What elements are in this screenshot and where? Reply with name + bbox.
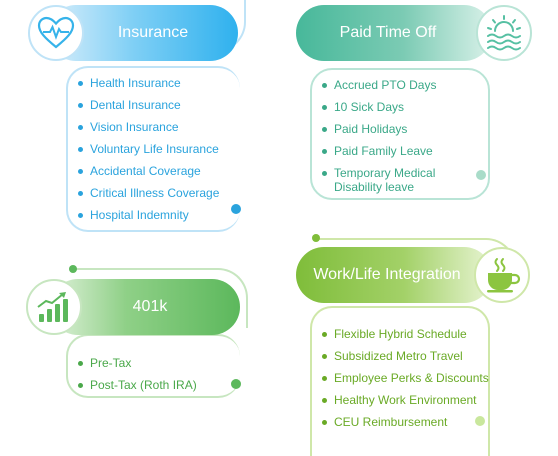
retirement-title: 401k — [132, 298, 168, 315]
pto-list: Accrued PTO Days 10 Sick Days Paid Holid… — [322, 78, 454, 196]
pto-title-pill: Paid Time Off — [296, 5, 492, 61]
insurance-list: Health Insurance Dental Insurance Vision… — [78, 76, 219, 230]
work-life-list: Flexible Hybrid Schedule Subsidized Metr… — [322, 327, 489, 437]
list-item: Subsidized Metro Travel — [322, 349, 489, 371]
list-item: Accrued PTO Days — [322, 78, 454, 100]
work-life-start-knob — [312, 234, 320, 242]
list-item: Healthy Work Environment — [322, 393, 489, 415]
work-life-title: Work/Life Integration — [313, 266, 461, 283]
list-item: Health Insurance — [78, 76, 219, 98]
sun-waves-icon — [487, 15, 521, 51]
retirement-list-frame — [66, 334, 240, 398]
coffee-cup-icon — [487, 258, 521, 293]
pto-list-frame — [310, 68, 490, 200]
list-item: Hospital Indemnity — [78, 208, 219, 230]
list-item: Paid Family Leave — [322, 144, 454, 166]
list-item: Accidental Coverage — [78, 164, 219, 186]
list-item: Critical Illness Coverage — [78, 186, 219, 208]
work-life-end-knob — [475, 416, 485, 426]
list-item: Dental Insurance — [78, 98, 219, 120]
growth-chart-icon — [37, 292, 68, 322]
pto-panel: Paid Time Off Accrued PTO Days 10 Sick D… — [296, 5, 532, 200]
list-item: Vision Insurance — [78, 120, 219, 142]
insurance-panel: Insurance Health Insurance Dental Insura… — [0, 0, 260, 240]
work-life-icon-circle — [474, 247, 530, 303]
work-life-panel: Work/Life Integration Flexible Hybrid Sc… — [296, 234, 530, 456]
pto-title: Paid Time Off — [339, 24, 437, 41]
heart-pulse-icon — [37, 16, 75, 49]
insurance-icon-circle — [28, 5, 84, 61]
retirement-top-frame — [72, 268, 248, 328]
list-item: Employee Perks & Discounts — [322, 371, 489, 393]
retirement-end-knob — [231, 379, 241, 389]
insurance-end-knob — [231, 204, 241, 214]
list-item: CEU Reimbursement — [322, 415, 489, 437]
list-item: Pre-Tax — [78, 356, 197, 378]
insurance-title: Insurance — [117, 24, 189, 41]
list-item: Post-Tax (Roth IRA) — [78, 378, 197, 400]
work-life-list-frame — [310, 306, 490, 456]
retirement-icon-circle — [26, 279, 82, 335]
insurance-list-frame — [66, 66, 240, 232]
list-item: Paid Holidays — [322, 122, 454, 144]
list-item: Flexible Hybrid Schedule — [322, 327, 489, 349]
list-item: Voluntary Life Insurance — [78, 142, 219, 164]
pto-end-knob — [476, 170, 486, 180]
retirement-panel: 401k Pre-Tax Post-Tax (Roth IRA) — [0, 0, 260, 436]
work-life-title-pill: Work/Life Integration — [296, 247, 492, 303]
list-item: Temporary Medical Disability leave — [322, 166, 454, 196]
retirement-list: Pre-Tax Post-Tax (Roth IRA) — [78, 356, 197, 400]
pto-icon-circle — [476, 5, 532, 61]
retirement-start-knob — [69, 265, 77, 273]
list-item: 10 Sick Days — [322, 100, 454, 122]
